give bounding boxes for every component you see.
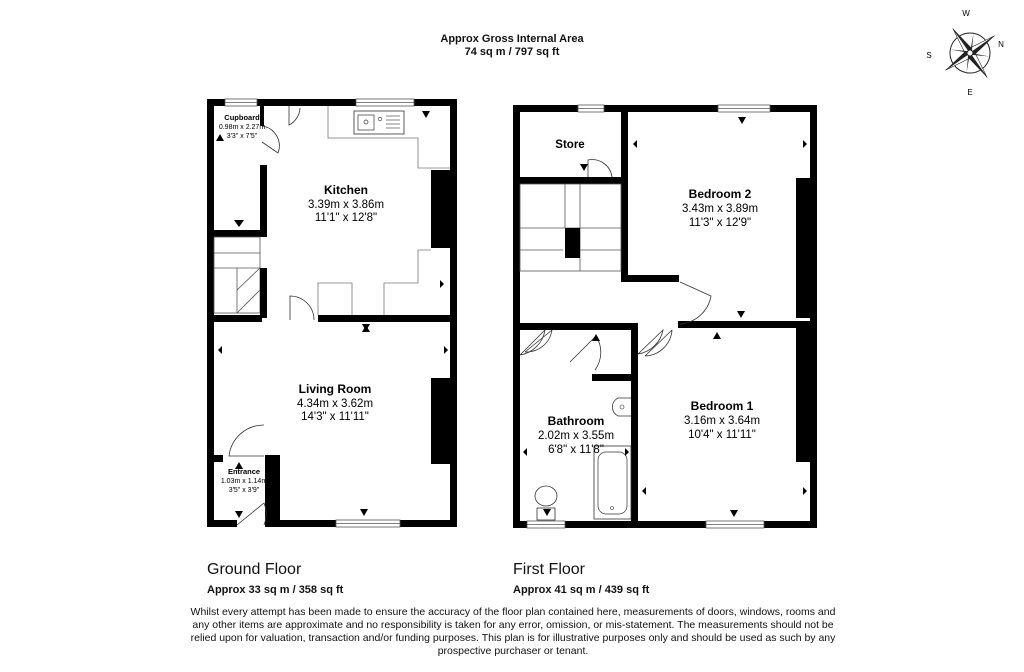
bed1-metric: 3.16m x 3.64m <box>684 415 760 427</box>
kitchen-name: Kitchen <box>324 183 368 197</box>
cupboard-metric: 0.98m x 2.27m <box>219 124 265 131</box>
entrance-metric: 1.03m x 1.14m <box>221 478 267 485</box>
bathroom-name: Bathroom <box>548 414 605 428</box>
compass-e: E <box>967 88 972 97</box>
area-heading: Approx Gross Internal Area <box>440 33 584 45</box>
bed1-imperial: 10'4" x 11'11" <box>688 429 756 441</box>
compass-icon <box>945 28 995 78</box>
bathroom-metric: 2.02m x 3.55m <box>538 430 614 442</box>
first-floor-plan <box>513 104 817 529</box>
first-floor-area: Approx 41 sq m / 439 sq ft <box>513 584 650 596</box>
disclaimer-text: Whilst every attempt has been made to en… <box>190 606 836 657</box>
area-total: 74 sq m / 797 sq ft <box>464 46 560 58</box>
living-metric: 4.34m x 3.62m <box>297 398 373 410</box>
bed1-name: Bedroom 1 <box>691 399 754 413</box>
compass-n: N <box>998 40 1004 49</box>
ground-floor-plan <box>207 98 457 528</box>
bed2-name: Bedroom 2 <box>689 187 752 201</box>
kitchen-metric: 3.39m x 3.86m <box>308 199 384 211</box>
ground-floor-area: Approx 33 sq m / 358 sq ft <box>207 584 344 596</box>
ground-floor-title: Ground Floor <box>207 561 302 578</box>
store-name: Store <box>555 139 584 151</box>
living-imperial: 14'3" x 11'11" <box>301 411 369 423</box>
compass-w: W <box>962 9 970 18</box>
living-name: Living Room <box>299 382 372 396</box>
bed2-metric: 3.43m x 3.89m <box>682 203 758 215</box>
cupboard-name: Cupboard <box>224 113 260 122</box>
compass-s: S <box>926 51 931 60</box>
kitchen-imperial: 11'1" x 12'8" <box>315 212 377 224</box>
bed2-imperial: 11'3" x 12'9" <box>689 217 751 229</box>
entrance-name: Entrance <box>228 467 260 476</box>
first-floor-title: First Floor <box>513 561 585 578</box>
bathroom-imperial: 6'8" x 11'8" <box>548 444 604 456</box>
cupboard-imperial: 3'3" x 7'5" <box>227 133 258 140</box>
entrance-imperial: 3'5" x 3'9" <box>229 487 260 494</box>
